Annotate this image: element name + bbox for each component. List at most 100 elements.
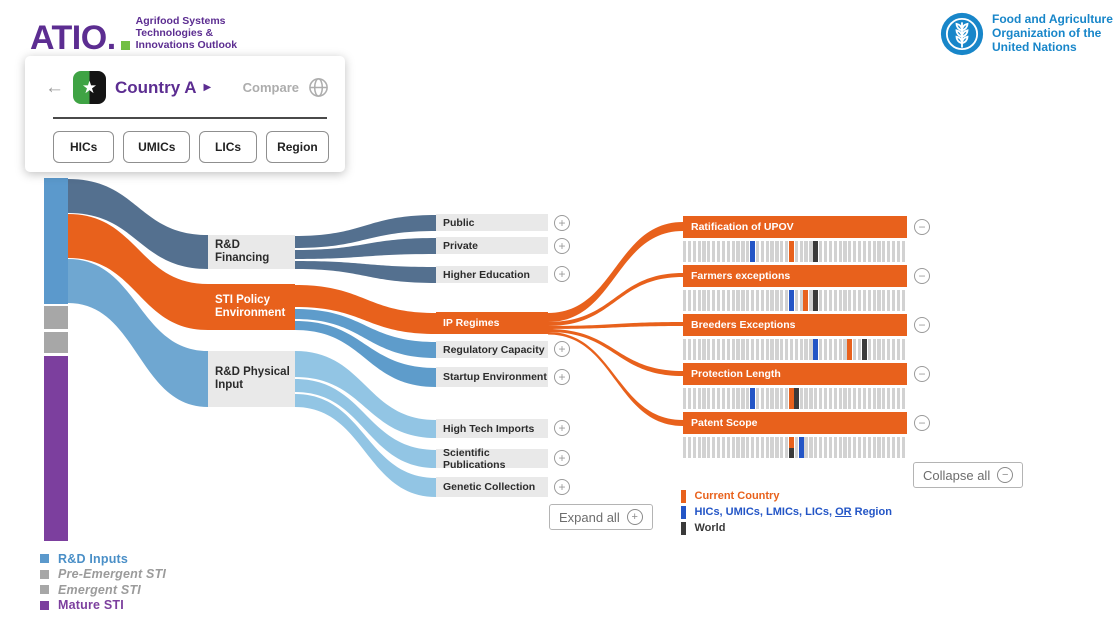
collapse-ratification-of-upov-button[interactable]: − (914, 219, 930, 235)
strip-bar (867, 339, 871, 360)
legend-swatch (681, 489, 686, 503)
country-name[interactable]: Country A (115, 77, 197, 97)
filter-lics-button[interactable]: LICs (199, 130, 257, 163)
strip-bar (823, 437, 828, 458)
expand-startup-environment-button[interactable]: + (554, 369, 570, 385)
strip-bar (891, 241, 896, 262)
strip-bar (794, 290, 798, 311)
node-rd-physical-input[interactable]: R&D Physical Input (208, 351, 295, 407)
indicator-strip (683, 437, 907, 458)
bar-segment-pre-emergent-sti (44, 306, 68, 329)
node-regulatory-capacity[interactable]: Regulatory Capacity (436, 341, 548, 358)
legend-swatch (40, 569, 49, 579)
strip-bar (692, 388, 696, 409)
strip-bar (721, 241, 726, 262)
filter-hics-button[interactable]: HICs (53, 130, 115, 163)
strip-bar (755, 388, 760, 409)
flow-ip-regimes-to-protection-length (548, 329, 683, 376)
expand-higher-education-button[interactable]: + (554, 266, 570, 282)
fao-emblem-icon (940, 12, 984, 56)
back-arrow-icon[interactable]: ← (45, 77, 64, 98)
expand-scientific-publications-button[interactable]: + (554, 450, 570, 466)
collapse-patent-scope-button[interactable]: − (914, 415, 930, 431)
strip-bar (736, 339, 740, 360)
marker-world (788, 447, 794, 458)
strip-bar (731, 437, 735, 458)
strip-bar (687, 388, 692, 409)
globe-icon[interactable] (308, 77, 329, 98)
strip-bar (882, 290, 886, 311)
strip-bar (746, 388, 750, 409)
strip-bar (746, 241, 750, 262)
flow-ip-regimes-to-ratification-of-upov (548, 222, 683, 322)
node-scientific-publications[interactable]: Scientific Publications (436, 447, 548, 471)
strip-bar (702, 388, 706, 409)
node-ip-regimes[interactable]: IP Regimes (436, 312, 548, 334)
strip-bar (760, 437, 764, 458)
indicator-panel-patent-scope: Patent Scope (683, 412, 907, 458)
indicator-title: Farmers exceptions (683, 265, 907, 287)
indicator-title: Patent Scope (683, 412, 907, 434)
strip-bar (746, 339, 750, 360)
collapse-breeders-exceptions-button[interactable]: − (914, 317, 930, 333)
strip-bar (887, 339, 891, 360)
expand-all-button[interactable]: Expand all + (549, 504, 653, 530)
bar-segment-r-d-inputs (44, 178, 68, 304)
legend-label: Emergent STI (58, 582, 141, 597)
collapse-farmers-exceptions-button[interactable]: − (914, 268, 930, 284)
strip-bar (721, 290, 726, 311)
node-startup-environment[interactable]: Startup Environment (436, 367, 548, 387)
collapse-protection-length-button[interactable]: − (914, 366, 930, 382)
strip-bar (702, 241, 706, 262)
strip-bar (707, 290, 711, 311)
stage-legend-item-pre-emergent-sti: Pre-Emergent STI (40, 567, 166, 583)
compare-label[interactable]: Compare (242, 80, 299, 95)
node-rd-financing[interactable]: R&D Financing (208, 235, 295, 269)
strip-bar (785, 241, 789, 262)
strip-bar (901, 290, 905, 311)
indicator-panel-protection-length: Protection Length (683, 363, 907, 409)
expand-genetic-collection-button[interactable]: + (554, 479, 570, 495)
node-public[interactable]: Public (436, 214, 548, 231)
strip-bar (697, 241, 701, 262)
collapse-all-button[interactable]: Collapse all − (913, 462, 1024, 488)
strip-bar (741, 290, 745, 311)
strip-bar (751, 290, 755, 311)
strip-bar (785, 290, 789, 311)
strip-bar (780, 290, 784, 311)
strip-bar (794, 339, 798, 360)
filter-umics-button[interactable]: UMICs (123, 130, 191, 163)
flow-r-d-financing-to-public (295, 215, 436, 248)
strip-bar (804, 388, 808, 409)
marker-benchmark (750, 388, 756, 409)
strip-bar (683, 241, 687, 262)
expand-high-tech-imports-button[interactable]: + (554, 420, 570, 436)
strip-bar (755, 339, 760, 360)
strip-bar (843, 339, 847, 360)
flow-r-d-physical-input-to-high-tech-imports (295, 351, 436, 438)
strip-bar (857, 339, 862, 360)
strip-bar (731, 290, 735, 311)
node-private[interactable]: Private (436, 237, 548, 254)
strip-bar (838, 339, 842, 360)
strip-bar (867, 241, 871, 262)
atio-logo[interactable]: ATIO. Agrifood Systems Technologies & In… (30, 15, 237, 55)
country-expand-caret-icon[interactable]: ▶ (203, 82, 212, 93)
node-high-tech-imports[interactable]: High Tech Imports (436, 419, 548, 438)
node-higher-education[interactable]: Higher Education (436, 266, 548, 283)
strip-bar (765, 290, 769, 311)
strip-bar (891, 339, 896, 360)
expand-regulatory-capacity-button[interactable]: + (554, 341, 570, 357)
expand-private-button[interactable]: + (554, 238, 570, 254)
expand-public-button[interactable]: + (554, 215, 570, 231)
strip-bar (848, 241, 852, 262)
filter-region-button[interactable]: Region (265, 130, 329, 163)
node-sti-policy-environment[interactable]: STI Policy Environment (208, 284, 295, 330)
strip-bar (799, 290, 803, 311)
strip-bar (765, 241, 769, 262)
node-genetic-collection[interactable]: Genetic Collection (436, 477, 548, 497)
fao-name: Food and Agriculture Organization of the… (992, 12, 1113, 54)
strip-bar (819, 339, 823, 360)
strip-bar (702, 290, 706, 311)
